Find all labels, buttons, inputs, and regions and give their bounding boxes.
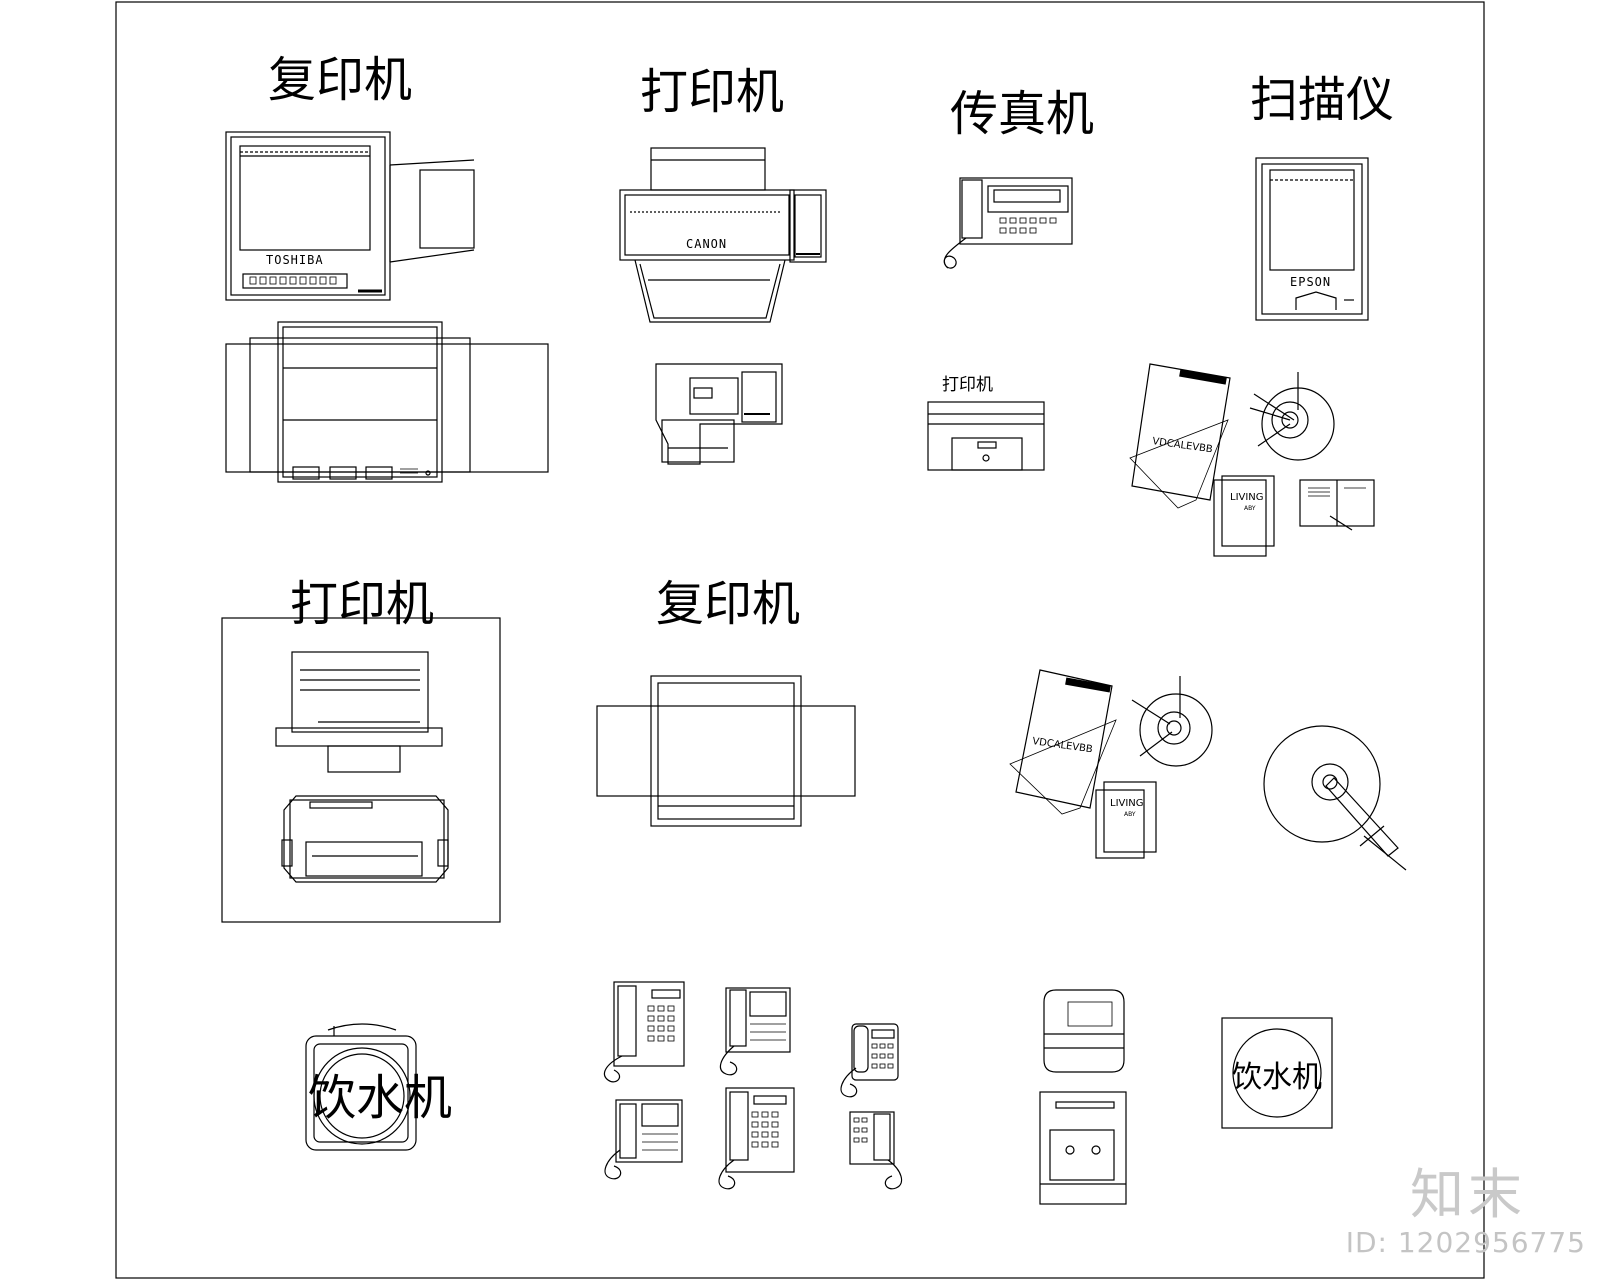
label-copier-1: 复印机	[268, 52, 412, 108]
inkjet-printer-top	[655, 363, 783, 465]
copier-top-view	[225, 321, 549, 483]
label-printer-1: 打印机	[640, 64, 784, 120]
brand-toshiba: TOSHIBA	[266, 253, 324, 267]
label-water-dispenser-1: 饮水机	[308, 1070, 452, 1126]
canon-printer-front	[619, 147, 827, 323]
desk-book-text-1: VDCALEVBB	[1152, 436, 1214, 455]
brand-epson: EPSON	[1290, 275, 1331, 289]
brand-canon: CANON	[686, 237, 727, 251]
water-dispenser-front-view	[1039, 989, 1127, 1205]
telephone-1	[603, 981, 685, 1083]
telephone-6	[849, 1111, 903, 1190]
laser-printer	[927, 401, 1045, 471]
disc-with-pen	[1263, 725, 1407, 871]
telephone-5	[718, 1087, 795, 1190]
water-dispenser-symbol-circle	[1232, 1028, 1322, 1118]
label-copier-2: 复印机	[656, 576, 800, 632]
watermark-logo: 知末	[1410, 1163, 1526, 1226]
printer-2-frame	[221, 617, 501, 923]
water-dispenser-top-view	[305, 1023, 417, 1151]
label-printer-small: 打印机	[942, 375, 993, 395]
copier-2-top-view	[596, 675, 856, 827]
copier-front-view	[225, 131, 475, 301]
epson-scanner	[1255, 157, 1369, 321]
telephone-2	[719, 987, 791, 1076]
label-scanner: 扫描仪	[1250, 72, 1394, 128]
water-dispenser-symbol-frame	[1221, 1017, 1333, 1129]
magazine-sub-1: ABY	[1244, 505, 1256, 512]
dot-matrix-printer	[275, 651, 449, 883]
label-fax: 传真机	[950, 86, 1094, 142]
watermark-id: ID: 1202956775	[1345, 1226, 1586, 1259]
desk-items-1	[1129, 363, 1375, 557]
label-printer-2: 打印机	[290, 576, 434, 632]
desk-items-2	[1009, 669, 1213, 859]
sheet-border	[115, 1, 1485, 1279]
telephone-4	[604, 1099, 683, 1180]
desk-book-text-2: VDCALEVBB	[1032, 736, 1094, 755]
fax-machine	[943, 177, 1073, 269]
magazine-title-2: LIVING	[1110, 798, 1144, 809]
magazine-sub-2: ABY	[1124, 811, 1136, 818]
label-water-dispenser-2: 饮水机	[1232, 1060, 1322, 1095]
magazine-title-1: LIVING	[1230, 492, 1264, 503]
telephone-3	[840, 1023, 899, 1098]
telephone-group	[603, 981, 903, 1190]
